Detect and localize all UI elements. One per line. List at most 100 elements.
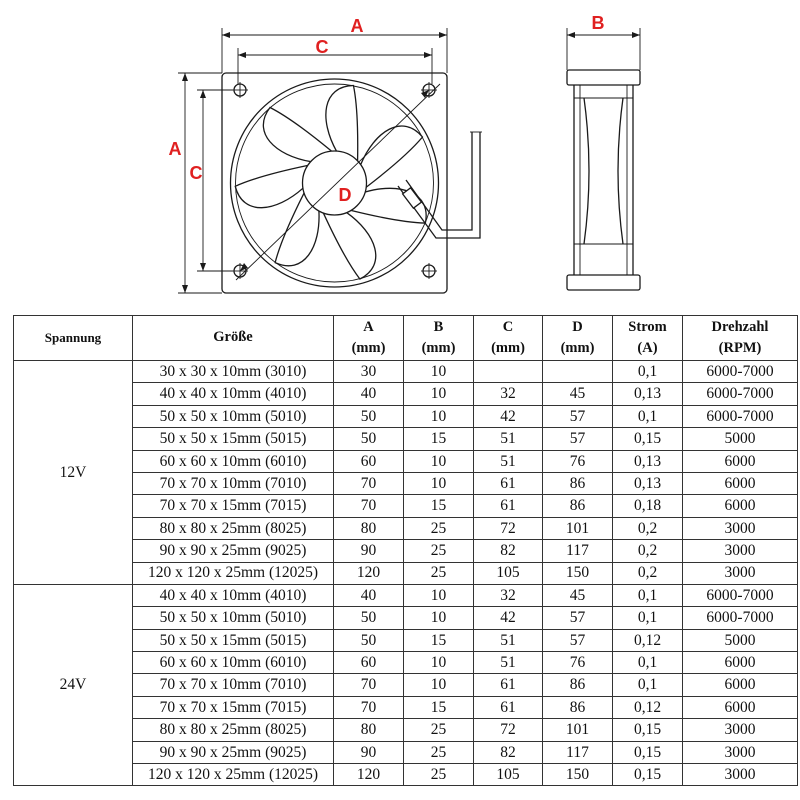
cell-size: 80 x 80 x 25mm (8025): [132, 516, 334, 541]
cell-a: 50: [333, 427, 404, 451]
cell-c: 42: [473, 404, 543, 429]
dimension-label-c-top: C: [316, 37, 329, 57]
cell-d: 57: [542, 628, 613, 653]
front-view: A C A C D: [169, 16, 482, 294]
cell-d: 57: [542, 404, 613, 429]
side-blade-profile-right: [617, 97, 624, 245]
cell-a: 60: [333, 449, 404, 473]
cell-size: 60 x 60 x 10mm (6010): [132, 449, 334, 473]
cell-c: 61: [473, 494, 543, 518]
cell-current: 0,2: [612, 561, 683, 585]
screw-hole: [232, 82, 248, 98]
cell-c: 72: [473, 718, 543, 742]
cell-c: 61: [473, 673, 543, 697]
cell-b: 15: [403, 695, 474, 720]
header-drehzahl: Drehzahl(RPM): [682, 315, 798, 361]
fan-hub: [301, 150, 368, 216]
cell-rpm: 3000: [682, 718, 798, 742]
dimension-c-vertical: [197, 89, 233, 272]
cell-a: 90: [333, 740, 404, 765]
cell-current: 0,15: [612, 718, 683, 742]
cell-b: 25: [403, 740, 474, 765]
cell-current: 0,15: [612, 740, 683, 765]
header-label: C: [502, 318, 514, 335]
cell-c: 105: [473, 763, 543, 787]
cell-b: 10: [403, 583, 474, 608]
cell-c: 42: [473, 606, 543, 630]
cell-d: 57: [542, 427, 613, 451]
cell-b: 10: [403, 382, 474, 406]
cell-rpm: 6000: [682, 673, 798, 697]
cell-d: 86: [542, 471, 613, 496]
cell-size: 60 x 60 x 10mm (6010): [132, 651, 334, 675]
cell-a: 70: [333, 494, 404, 518]
cell-a: 40: [333, 583, 404, 608]
cell-size: 80 x 80 x 25mm (8025): [132, 718, 334, 742]
side-top-flange: [566, 69, 641, 86]
cell-d: 101: [542, 718, 613, 742]
cell-a: 120: [333, 561, 404, 585]
cell-size: 50 x 50 x 10mm (5010): [132, 404, 334, 429]
cell-a: 70: [333, 695, 404, 720]
cell-b: 15: [403, 628, 474, 653]
cell-b: 10: [403, 651, 474, 675]
dimension-label-a-top: A: [351, 16, 364, 36]
cell-current: 0,12: [612, 695, 683, 720]
header-label: Spannung: [44, 329, 102, 345]
header-unit: (mm): [560, 340, 595, 356]
cell-size: 50 x 50 x 10mm (5010): [132, 606, 334, 630]
cell-rpm: 3000: [682, 539, 798, 563]
side-view: B: [566, 13, 641, 291]
fan-blade: [322, 211, 377, 280]
cell-a: 70: [333, 673, 404, 697]
cell-c: 51: [473, 651, 543, 675]
cell-current: 0,12: [612, 628, 683, 653]
cell-current: 0,1: [612, 359, 683, 384]
cell-c: [473, 359, 543, 384]
cell-current: 0,2: [612, 516, 683, 541]
cell-d: 117: [542, 740, 613, 765]
cell-c: 105: [473, 561, 543, 585]
cell-b: 25: [403, 561, 474, 585]
dimension-a-vertical: [178, 72, 222, 294]
cell-current: 0,1: [612, 673, 683, 697]
cell-d: 45: [542, 583, 613, 608]
cell-d: [542, 359, 613, 384]
cell-a: 40: [333, 382, 404, 406]
header-b: B(mm): [403, 315, 474, 361]
cell-rpm: 6000: [682, 651, 798, 675]
fan-spec-table: Spannung Größe A(mm) B(mm) C(mm) D(mm) S…: [13, 315, 798, 787]
cell-current: 0,1: [612, 606, 683, 630]
cell-b: 25: [403, 516, 474, 541]
cell-c: 51: [473, 449, 543, 473]
cell-b: 15: [403, 427, 474, 451]
cell-b: 10: [403, 359, 474, 384]
header-strom: Strom(A): [612, 315, 683, 361]
cell-size: 70 x 70 x 15mm (7015): [132, 695, 334, 720]
cell-size: 70 x 70 x 10mm (7010): [132, 471, 334, 496]
cell-c: 32: [473, 583, 543, 608]
cell-a: 80: [333, 718, 404, 742]
cell-d: 101: [542, 516, 613, 541]
cell-current: 0,1: [612, 651, 683, 675]
cell-a: 50: [333, 606, 404, 630]
side-body: [573, 83, 634, 277]
cell-c: 72: [473, 516, 543, 541]
cell-b: 10: [403, 673, 474, 697]
header-unit: (mm): [421, 340, 456, 356]
cell-b: 10: [403, 471, 474, 496]
header-label: D: [572, 318, 583, 335]
wire-clamp: [401, 186, 423, 210]
cell-c: 32: [473, 382, 543, 406]
cell-c: 61: [473, 471, 543, 496]
cell-current: 0,15: [612, 763, 683, 787]
cell-rpm: 3000: [682, 740, 798, 765]
fan-blade: [234, 164, 309, 209]
cell-rpm: 6000: [682, 695, 798, 720]
